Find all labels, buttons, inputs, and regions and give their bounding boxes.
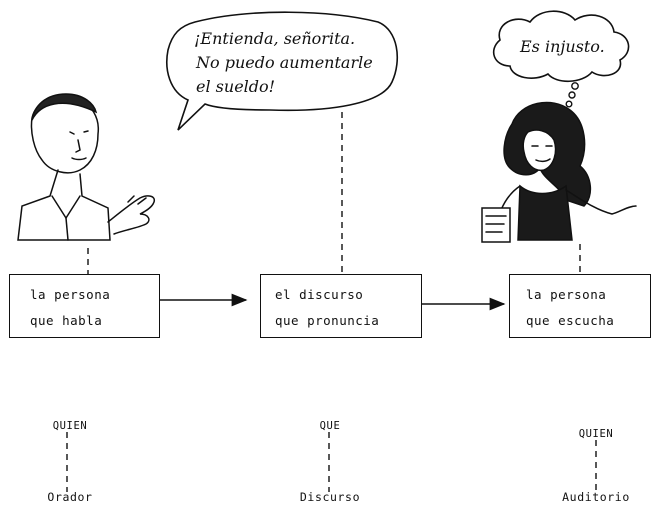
box-listener-line-1: la persona [526,287,607,302]
box-speech-line-2: que pronuncia [275,313,380,328]
box-listener-line-2: que escucha [526,313,615,328]
box-speaker-line-1: la persona [30,287,111,302]
label-listener: Auditorio [562,490,630,504]
term-listener: QUIEN [578,428,614,440]
thought-cloud [492,10,630,117]
box-speaker: la persona que habla [9,274,160,338]
woman-shrugging-icon [481,101,637,243]
dashed-connectors [66,112,597,492]
flow-arrows [160,293,506,311]
box-speech-line-1: el discurso [275,287,364,302]
term-speaker: QUIEN [52,420,88,432]
box-speaker-line-2: que habla [30,313,103,328]
term-speech: QUE [319,420,341,432]
speech-bubble-line-1: ¡Entienda, señorita. [194,29,356,48]
man-gesturing-icon [17,93,156,241]
thought-cloud-text: Es injusto. [520,37,605,56]
speech-bubble-line-2: No puedo aumentarle [196,53,373,72]
box-listener: la persona que escucha [509,274,651,338]
label-speaker: Orador [47,490,93,504]
speech-bubble [166,11,399,131]
speech-bubble-line-3: el sueldo! [196,77,276,96]
label-speech: Discurso [299,490,361,504]
box-speech: el discurso que pronuncia [260,274,422,338]
